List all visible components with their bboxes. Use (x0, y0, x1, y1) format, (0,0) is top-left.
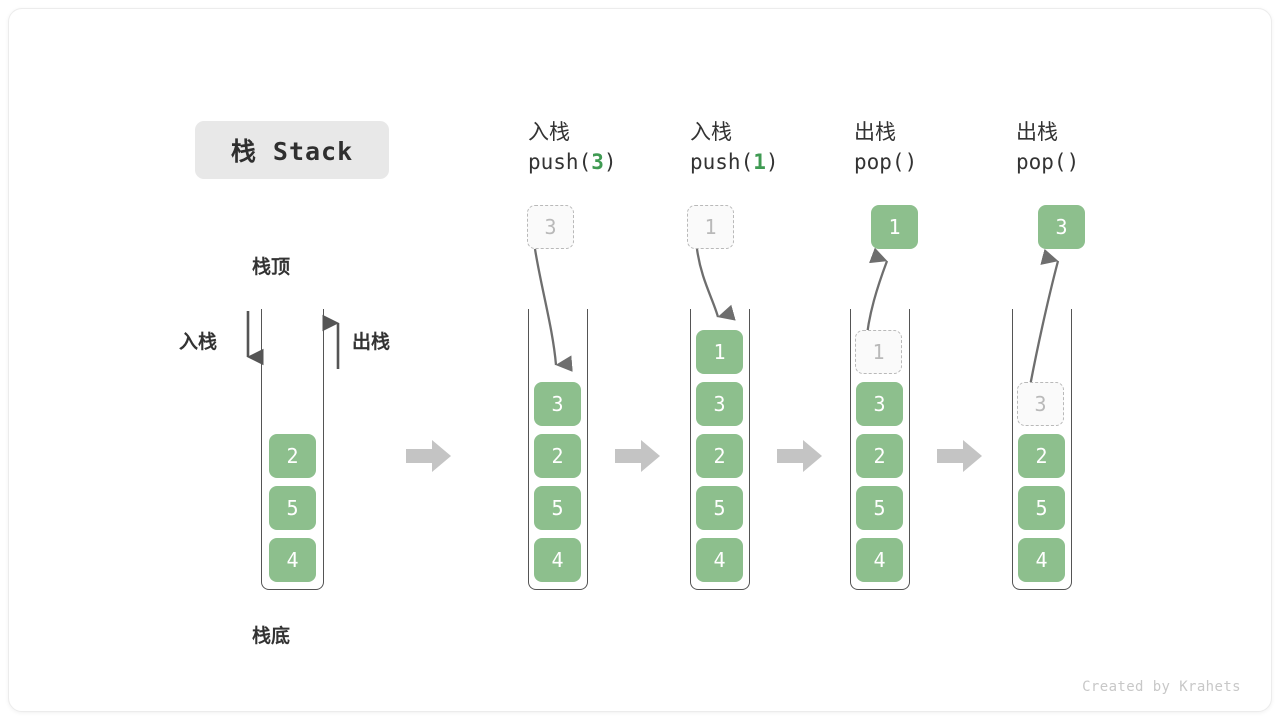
stack-top-label-wrap: 栈顶 (252, 252, 290, 279)
push-arrow-icon-3 (533, 248, 573, 372)
push-direction-arrow-icon (246, 311, 264, 366)
stack-cell: 4 (269, 538, 316, 582)
stack-cell: 3 (856, 382, 903, 426)
stack-cell: 5 (269, 486, 316, 530)
pop-direction-arrow-icon (322, 314, 340, 369)
stack-frame-push-3 (528, 309, 588, 590)
diagram-card: 栈 Stack 栈顶 栈底 入栈 出栈 2 5 4 (8, 8, 1272, 712)
step-op-code: pop() (854, 150, 918, 175)
stack-cell: 4 (856, 538, 903, 582)
stack-cell: 2 (1018, 434, 1065, 478)
step-op-code: pop() (1016, 150, 1080, 175)
step-arrow-icon (406, 440, 451, 472)
stack-cell: 4 (696, 538, 743, 582)
step-op-arg: 1 (753, 150, 766, 175)
stack-frame-push-1 (690, 309, 750, 590)
step-op-code: push(3) (528, 150, 617, 175)
stack-frame-initial (261, 309, 324, 590)
stack-cell: 5 (534, 486, 581, 530)
stack-cell: 5 (696, 486, 743, 530)
floating-cell-push-3: 3 (527, 205, 574, 249)
stack-cell: 1 (696, 330, 743, 374)
stack-cell: 3 (696, 382, 743, 426)
step-op-cn: 出栈 (854, 120, 896, 144)
step-title-push-1: 入栈 push(1) (690, 117, 779, 178)
pop-arrow-icon-3 (1026, 248, 1060, 398)
stack-frame-pop-3 (1012, 309, 1072, 590)
stack-bottom-label: 栈底 (252, 625, 291, 647)
push-direction-label-wrap: 入栈 (179, 327, 217, 354)
floating-cell-pop-3: 3 (1038, 205, 1085, 249)
stack-cell: 3 (534, 382, 581, 426)
stack-cell-ghost: 3 (1017, 382, 1064, 426)
pop-direction-label-wrap: 出栈 (352, 327, 390, 354)
floating-cell-pop-1: 1 (871, 205, 918, 249)
footer-credit: Created by Krahets (1082, 679, 1241, 695)
step-op-cn: 入栈 (528, 120, 570, 144)
stack-cell: 2 (534, 434, 581, 478)
stack-bottom-label-wrap: 栈底 (252, 621, 290, 648)
step-op-cn: 出栈 (1016, 120, 1058, 144)
stack-cell: 4 (534, 538, 581, 582)
stack-cell: 2 (856, 434, 903, 478)
stack-cell: 2 (269, 434, 316, 478)
step-arrow-icon (615, 440, 660, 472)
stack-cell-ghost: 1 (855, 330, 902, 374)
step-arrow-icon (937, 440, 982, 472)
step-title-push-3: 入栈 push(3) (528, 117, 617, 178)
step-op-cn: 入栈 (690, 120, 732, 144)
step-op-code: push(1) (690, 150, 779, 175)
push-arrow-icon-1 (695, 248, 736, 321)
pop-direction-label: 出栈 (352, 331, 391, 353)
step-title-pop-1: 出栈 pop() (854, 117, 917, 178)
page-title: 栈 Stack (230, 137, 354, 166)
stack-top-label: 栈顶 (252, 256, 291, 278)
diagram-title-chip: 栈 Stack (195, 121, 389, 179)
step-op-arg: 3 (591, 150, 604, 175)
push-direction-label: 入栈 (179, 331, 218, 353)
floating-cell-push-1: 1 (687, 205, 734, 249)
stack-frame-pop-1 (850, 309, 910, 590)
step-arrow-icon (777, 440, 822, 472)
stack-cell: 5 (856, 486, 903, 530)
stack-cell: 2 (696, 434, 743, 478)
step-title-pop-3: 出栈 pop() (1016, 117, 1079, 178)
stack-cell: 5 (1018, 486, 1065, 530)
stack-cell: 4 (1018, 538, 1065, 582)
